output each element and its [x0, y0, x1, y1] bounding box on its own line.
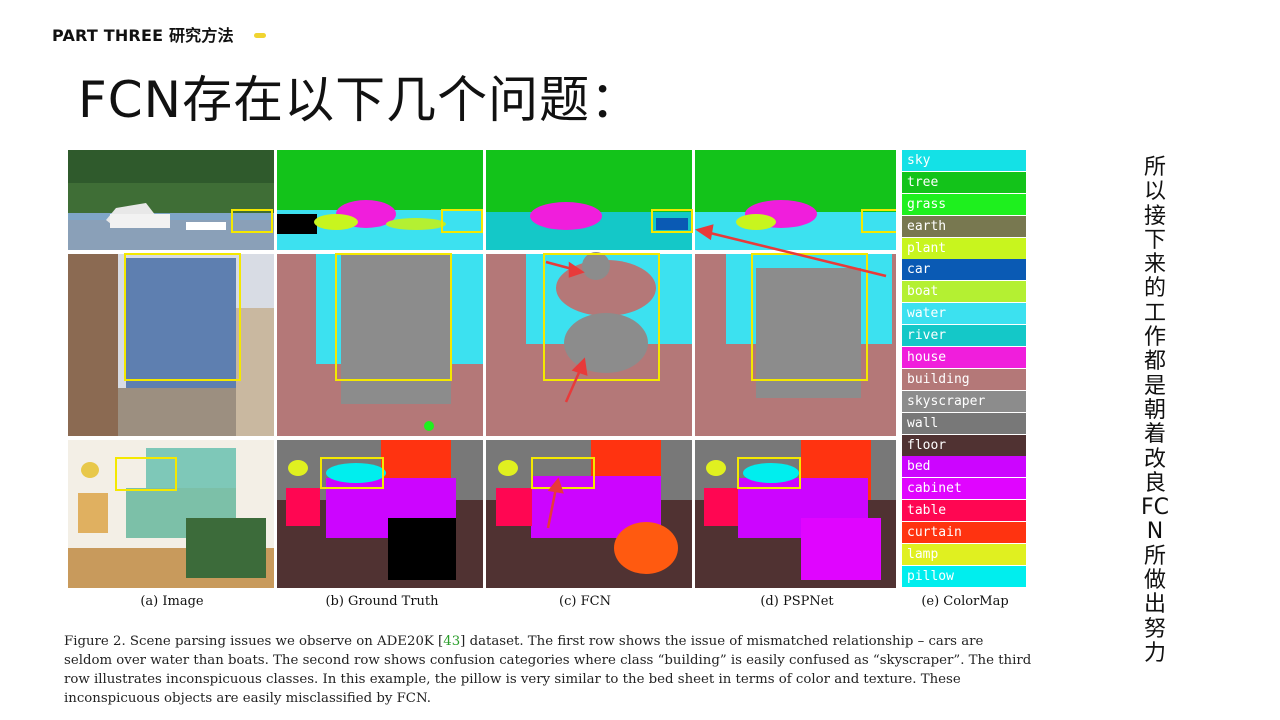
- row1-pspnet: [695, 150, 896, 250]
- colormap-item-cabinet: cabinet: [902, 478, 1026, 500]
- slide-title: FCN存在以下几个问题：: [78, 71, 642, 129]
- colormap-item-tree: tree: [902, 171, 1026, 193]
- colormap-item-earth: earth: [902, 215, 1026, 237]
- row1-fcn: [486, 150, 693, 250]
- row3-image: [68, 440, 274, 588]
- row2-fcn: [486, 252, 692, 436]
- colormap-item-water: water: [902, 303, 1026, 325]
- caption-colormap: (e) ColorMap: [921, 594, 1009, 609]
- figure-caption-ref: 43: [443, 634, 461, 649]
- row2-pspnet: [695, 253, 896, 436]
- side-note-vertical: 所以接下来的工作都是朝着改良FCN所做出努力: [1140, 155, 1169, 666]
- row1-ground-truth: [277, 150, 483, 250]
- colormap-item-skyscraper: skyscraper: [902, 390, 1026, 412]
- colormap-item-pillow: pillow: [902, 565, 1026, 587]
- colormap-item-building: building: [902, 368, 1026, 390]
- annotation-arrows: [545, 224, 887, 529]
- figure-caption: Figure 2. Scene parsing issues we observ…: [64, 632, 1034, 708]
- section-header: PART THREE 研究方法: [52, 26, 234, 45]
- colormap-item-curtain: curtain: [902, 522, 1026, 544]
- colormap-item-wall: wall: [902, 412, 1026, 434]
- colormap-item-house: house: [902, 347, 1026, 369]
- row3-ground-truth: [277, 440, 483, 588]
- row-1-water-scene: [68, 150, 896, 250]
- caption-fcn: (c) FCN: [559, 594, 611, 609]
- colormap-item-floor: floor: [902, 434, 1026, 456]
- colormap-item-table: table: [902, 500, 1026, 522]
- colormap-item-car: car: [902, 259, 1026, 281]
- row2-ground-truth: [277, 253, 483, 436]
- colormap-item-grass: grass: [902, 193, 1026, 215]
- caption-ground-truth: (b) Ground Truth: [325, 594, 439, 609]
- colormap-item-river: river: [902, 325, 1026, 347]
- row-3-bedroom-scene: [68, 440, 896, 588]
- figure-caption-rest: ] dataset. The first row shows the issue…: [64, 634, 1032, 706]
- row2-image: [68, 253, 274, 436]
- header-accent-mark: [254, 33, 266, 38]
- caption-pspnet: (d) PSPNet: [760, 594, 834, 609]
- colormap-item-lamp: lamp: [902, 544, 1026, 566]
- colormap-item-plant: plant: [902, 237, 1026, 259]
- colormap-item-sky: sky: [902, 150, 1026, 171]
- figure-caption-prefix: Figure 2. Scene parsing issues we observ…: [64, 634, 444, 649]
- colormap-item-boat: boat: [902, 281, 1026, 303]
- row3-fcn: [486, 440, 692, 588]
- segmentation-figure: [68, 150, 896, 588]
- row1-image: [68, 150, 274, 250]
- colormap-item-bed: bed: [902, 456, 1026, 478]
- caption-image: (a) Image: [140, 594, 204, 609]
- row3-pspnet: [695, 440, 896, 588]
- row-2-skyscraper-scene: [68, 252, 896, 436]
